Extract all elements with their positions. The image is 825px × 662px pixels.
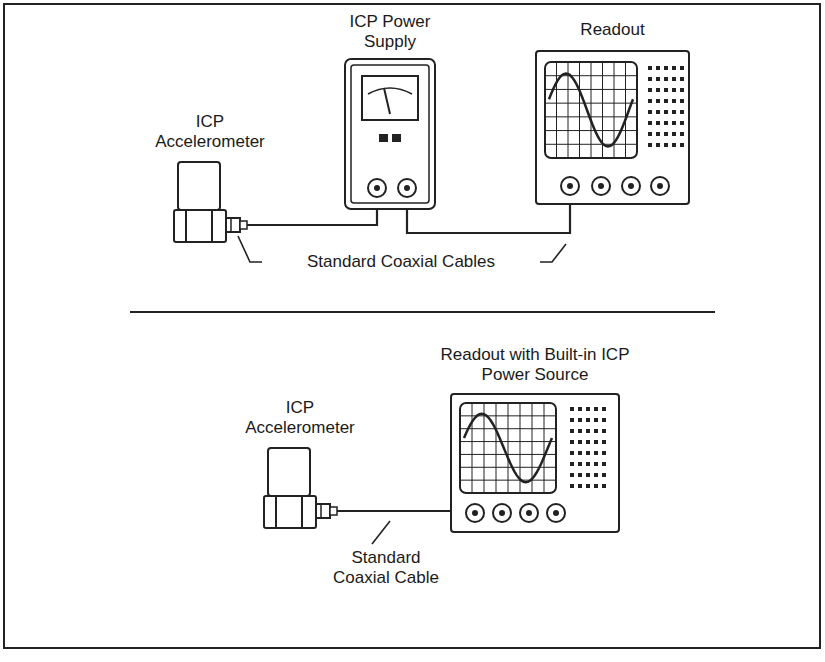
device-heading: ICP Accelerometer bbox=[240, 398, 360, 438]
bracket-left bbox=[238, 236, 262, 262]
accelerometer-icon bbox=[262, 446, 338, 532]
leader-line bbox=[372, 521, 390, 544]
bracket-right bbox=[540, 244, 566, 262]
accelerometer: ICP Accelerometer bbox=[240, 398, 360, 532]
accelerometer: ICP Accelerometer bbox=[150, 112, 270, 246]
cable-line bbox=[337, 511, 466, 513]
readout: Readout bbox=[530, 20, 695, 205]
readout-with-power: Readout with Built-in ICP Power Source bbox=[440, 345, 630, 533]
device-heading: Readout bbox=[530, 20, 695, 40]
power-supply-icon bbox=[344, 58, 436, 210]
readout-icon bbox=[535, 50, 690, 205]
coaxial-cable bbox=[337, 511, 466, 513]
cable-label: Standard Coaxial Cables bbox=[262, 252, 540, 272]
device-heading: Readout with Built-in ICP Power Source bbox=[440, 345, 630, 385]
frame-border bbox=[4, 4, 820, 648]
device-heading: ICP Power Supply bbox=[330, 12, 450, 52]
divider-line bbox=[130, 311, 715, 313]
accelerometer-icon bbox=[172, 160, 248, 246]
cable-label: Standard Coaxial Cable bbox=[330, 548, 442, 588]
device-heading: ICP Accelerometer bbox=[150, 112, 270, 152]
readout-with-power-icon bbox=[450, 393, 620, 533]
power-supply: ICP Power Supply bbox=[330, 12, 450, 210]
